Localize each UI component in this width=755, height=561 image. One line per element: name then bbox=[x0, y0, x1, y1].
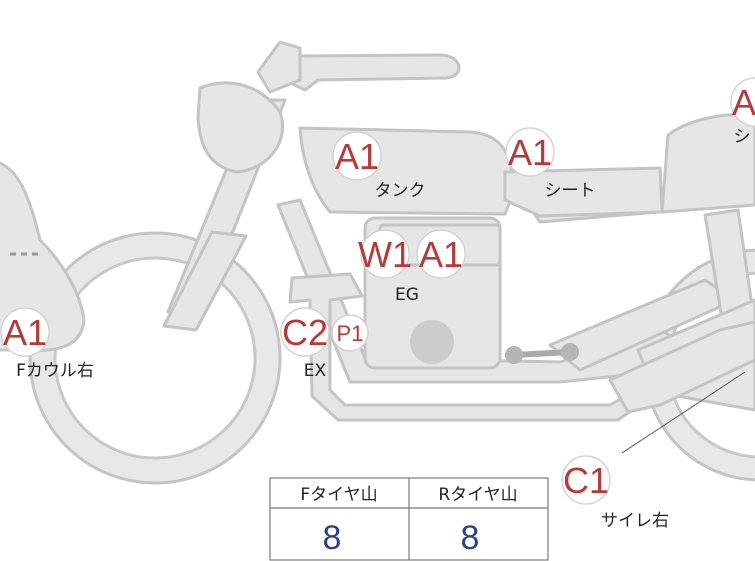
engine-cover-dot bbox=[410, 320, 454, 364]
damage-code: A1 bbox=[335, 136, 379, 177]
annotation-front-cowl: A1 Fカウル右 bbox=[0, 307, 94, 381]
rear-tire-header: Rタイヤ山 bbox=[438, 485, 517, 505]
front-tire-header: Fタイヤ山 bbox=[300, 485, 377, 505]
damage-code: A1 bbox=[508, 132, 552, 173]
damage-code: C2 bbox=[282, 312, 328, 353]
muffler-leader-line bbox=[621, 371, 746, 454]
annotation-engine: A1 EG bbox=[395, 229, 466, 305]
handlebar-grip bbox=[256, 40, 302, 94]
damage-code: P1 bbox=[337, 321, 364, 346]
part-label: シート bbox=[545, 181, 596, 201]
part-label: EX bbox=[304, 361, 327, 381]
damage-code: A1 bbox=[3, 312, 47, 353]
fuel-tank bbox=[298, 126, 514, 216]
front-tire-value: 8 bbox=[323, 519, 342, 557]
part-label: タンク bbox=[375, 181, 426, 201]
part-label: シ bbox=[734, 127, 751, 147]
damage-code: C1 bbox=[563, 460, 609, 501]
annotation-rear-cowl: A シ bbox=[730, 77, 755, 147]
seat bbox=[503, 166, 664, 218]
annotation-exhaust-p1: P1 bbox=[331, 314, 369, 352]
tire-tread-table: Fタイヤ山 Rタイヤ山 8 8 bbox=[269, 477, 549, 561]
annotation-engine-w1: W1 bbox=[358, 229, 412, 279]
annotation-muffler: C1 サイレ右 bbox=[561, 455, 669, 531]
fork-lower bbox=[162, 230, 248, 332]
part-label: Fカウル右 bbox=[16, 361, 94, 381]
damage-code: A1 bbox=[419, 234, 463, 275]
rear-tire-value: 8 bbox=[461, 519, 480, 557]
annotation-exhaust: C2 EX bbox=[280, 307, 330, 381]
muffler bbox=[608, 320, 755, 414]
damage-code: A bbox=[732, 82, 755, 123]
front-wheel bbox=[28, 231, 282, 485]
handlebar bbox=[283, 53, 461, 92]
annotation-seat: A1 シート bbox=[505, 127, 596, 201]
rear-seat-cowl bbox=[660, 112, 755, 214]
front-cowl bbox=[0, 161, 86, 352]
part-label: サイレ右 bbox=[601, 511, 669, 531]
headlight bbox=[196, 81, 285, 174]
part-label: EG bbox=[395, 285, 419, 305]
annotation-tank: A1 タンク bbox=[332, 131, 426, 201]
damage-code: W1 bbox=[358, 234, 412, 275]
